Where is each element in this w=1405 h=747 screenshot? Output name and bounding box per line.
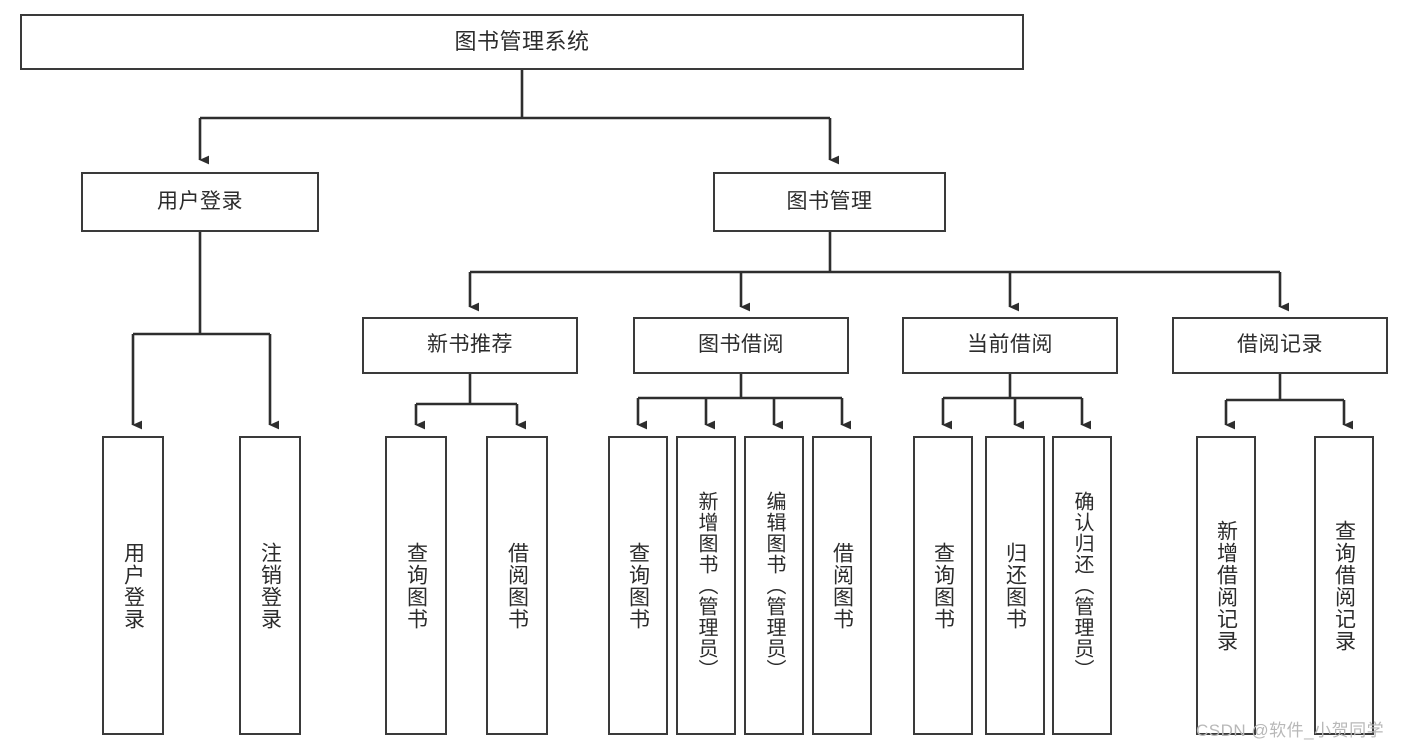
node-book-borrow[interactable]: 图书借阅 — [633, 317, 849, 374]
leaf-query-record-label: 查询借阅记录 — [1332, 519, 1356, 652]
leaf-add-book[interactable]: 新增图书（管理员） — [676, 436, 736, 735]
node-new-book-rec-label: 新书推荐 — [427, 333, 513, 357]
leaf-edit-book-label: 编辑图书（管理员） — [763, 491, 785, 680]
node-book-borrow-label: 图书借阅 — [698, 333, 784, 357]
leaf-confirm-return-label: 确认归还（管理员） — [1071, 491, 1093, 680]
node-borrow-records[interactable]: 借阅记录 — [1172, 317, 1388, 374]
leaf-confirm-return[interactable]: 确认归还（管理员） — [1052, 436, 1112, 735]
leaf-return-book-label: 归还图书 — [1003, 541, 1027, 630]
node-new-book-rec[interactable]: 新书推荐 — [362, 317, 578, 374]
leaf-query-book[interactable]: 查询图书 — [608, 436, 668, 735]
leaf-add-book-label: 新增图书（管理员） — [695, 491, 717, 680]
leaf-borrow-book[interactable]: 借阅图书 — [812, 436, 872, 735]
leaf-query-book-rec-label: 查询图书 — [404, 541, 428, 630]
node-book-manage[interactable]: 图书管理 — [713, 172, 946, 232]
node-root-label: 图书管理系统 — [454, 29, 590, 55]
leaf-user-login[interactable]: 用户登录 — [102, 436, 164, 735]
node-user-login-label: 用户登录 — [157, 189, 243, 213]
node-book-manage-label: 图书管理 — [786, 189, 873, 213]
leaf-add-record[interactable]: 新增借阅记录 — [1196, 436, 1256, 735]
node-current-borrow-label: 当前借阅 — [967, 333, 1053, 357]
leaf-borrow-book-rec-label: 借阅图书 — [505, 541, 529, 630]
leaf-query-book-rec[interactable]: 查询图书 — [385, 436, 447, 735]
leaf-query-book-cur-label: 查询图书 — [931, 541, 955, 630]
node-borrow-records-label: 借阅记录 — [1237, 333, 1323, 357]
leaf-logout[interactable]: 注销登录 — [239, 436, 301, 735]
leaf-query-record[interactable]: 查询借阅记录 — [1314, 436, 1374, 735]
leaf-edit-book[interactable]: 编辑图书（管理员） — [744, 436, 804, 735]
leaf-logout-label: 注销登录 — [258, 541, 282, 630]
leaf-query-book-label: 查询图书 — [626, 541, 650, 630]
watermark: CSDN @软件_小贺同学 — [1196, 721, 1385, 740]
leaf-borrow-book-rec[interactable]: 借阅图书 — [486, 436, 548, 735]
node-root[interactable]: 图书管理系统 — [20, 14, 1024, 70]
node-user-login[interactable]: 用户登录 — [81, 172, 319, 232]
leaf-add-record-label: 新增借阅记录 — [1214, 519, 1238, 652]
leaf-return-book[interactable]: 归还图书 — [985, 436, 1045, 735]
leaf-borrow-book-label: 借阅图书 — [830, 541, 854, 630]
node-current-borrow[interactable]: 当前借阅 — [902, 317, 1118, 374]
leaf-query-book-cur[interactable]: 查询图书 — [913, 436, 973, 735]
leaf-user-login-label: 用户登录 — [121, 541, 145, 630]
